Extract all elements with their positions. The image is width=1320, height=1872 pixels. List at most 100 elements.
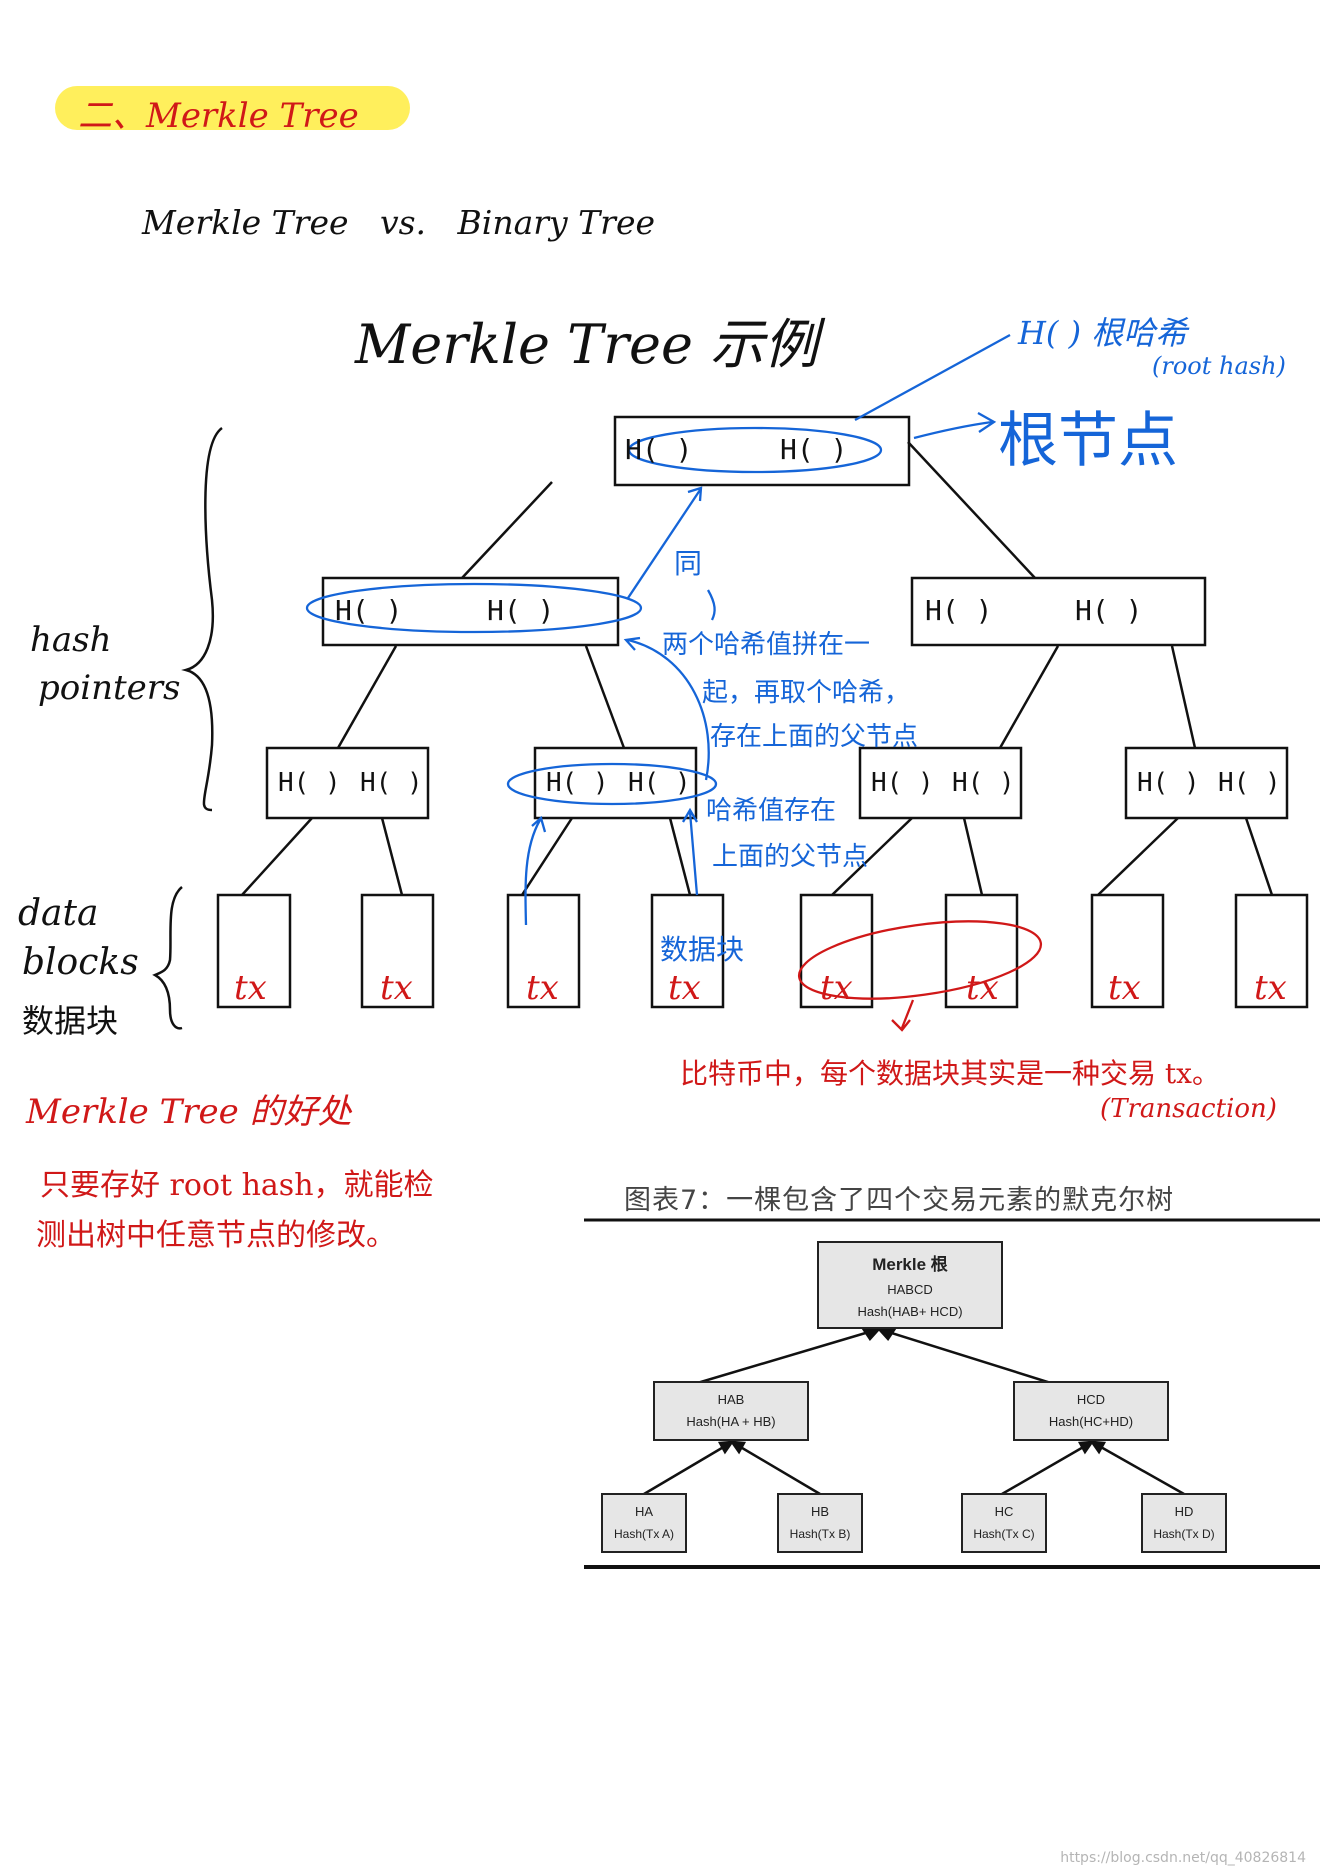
tx-label: tx	[668, 968, 701, 1008]
figure-root-title: Merkle 根	[872, 1254, 948, 1274]
figure-leaf-box	[601, 1493, 687, 1553]
heading-highlight	[55, 86, 410, 130]
tx-label: tx	[526, 968, 559, 1008]
curve-arrow-4	[524, 815, 547, 926]
figure-mid-hash: HCD	[1077, 1392, 1105, 1407]
figure-arrow	[731, 1440, 821, 1496]
tx-label: tx	[380, 968, 413, 1008]
same-annotation: 同	[674, 547, 703, 580]
hash-label: H( )	[780, 433, 848, 466]
leaf-hash-node	[265, 746, 430, 820]
hash-label: H( )	[546, 768, 609, 798]
curve-arrow-3	[682, 807, 699, 896]
hash-label: H( )	[1075, 594, 1143, 627]
tx-label: tx	[234, 968, 267, 1008]
combine-annotation: 起，再取个哈希，	[702, 678, 911, 708]
figure-leaf-box	[777, 1493, 863, 1553]
figure-leaf-box	[961, 1493, 1047, 1553]
data-blocks-label: data	[18, 893, 99, 934]
data-blocks-brace	[152, 886, 183, 1030]
figure-mid-formula: Hash(HA + HB)	[686, 1414, 775, 1429]
hash-label: H( )	[925, 594, 993, 627]
combine-annotation: 存在上面的父节点	[710, 722, 919, 752]
tx-pair-arrow	[891, 999, 915, 1032]
btc-tx-annotation: 比特币中，每个数据块其实是一种交易 tx。	[680, 1057, 1220, 1090]
merkle-use-line: 只要存好 root hash，就能检	[40, 1168, 434, 1203]
figure-mid-formula: Hash(HC+HD)	[1049, 1414, 1133, 1429]
hash-label: H( )	[278, 768, 341, 798]
data-block	[650, 893, 725, 1009]
edge	[1244, 817, 1274, 896]
tx-label: tx	[1254, 968, 1287, 1008]
figure-leaf-hash: HB	[811, 1504, 829, 1519]
leaf-hash-node	[533, 746, 698, 820]
root-node-annotation: 根节点	[998, 406, 1178, 476]
tx-label: tx	[820, 968, 853, 1008]
leaf-hash-circle	[506, 762, 718, 806]
data-block	[944, 893, 1019, 1009]
edge	[380, 817, 404, 896]
figure-arrowhead	[1077, 1440, 1095, 1455]
merkle-use-line: 测出树中任意节点的修改。	[36, 1218, 396, 1253]
figure-leaf-hash: HD	[1175, 1504, 1194, 1519]
data-block	[360, 893, 435, 1009]
data-block	[799, 893, 874, 1009]
merkle-figure: Merkle 根 HABCD Hash(HAB+ HCD) HAB Hash(H…	[584, 1218, 1320, 1569]
hash-pointers-label: pointers	[38, 668, 181, 708]
same-arrow-line	[627, 486, 703, 599]
curve-arrow-1	[707, 589, 716, 621]
figure-arrow	[643, 1440, 733, 1496]
data-blocks-label: 数据块	[22, 1002, 119, 1040]
figure-arrow	[693, 1327, 880, 1386]
figure-mid-box	[1013, 1381, 1169, 1441]
tx-label: tx	[1108, 968, 1141, 1008]
hash-pointers-label: hash	[30, 620, 112, 660]
figure-leaf-hash: HA	[635, 1504, 653, 1519]
leaf-hash-node	[858, 746, 1023, 820]
edge	[998, 645, 1060, 749]
hash-label: H( )	[1218, 768, 1281, 798]
root-node	[613, 415, 911, 487]
edge	[520, 817, 574, 896]
edge	[668, 817, 692, 896]
figure-arrowhead	[876, 1327, 897, 1342]
edge	[1097, 817, 1179, 896]
figure-root-box	[817, 1241, 1003, 1329]
watermark: https://blog.csdn.net/qq_40826814	[1060, 1850, 1306, 1866]
root-hash-pointer-line	[854, 333, 1011, 422]
comparison-line: Merkle Tree vs. Binary Tree	[142, 203, 655, 242]
hash-label: H( )	[952, 768, 1015, 798]
figure-caption: 图表7：一棵包含了四个交易元素的默克尔树	[624, 1185, 1175, 1216]
data-block-annotation: 数据块	[660, 933, 745, 966]
figure-leaf-formula: Hash(Tx D)	[1153, 1527, 1214, 1541]
leaf-hash-node	[1124, 746, 1289, 820]
data-block	[1234, 893, 1309, 1009]
root-hash-circle	[627, 426, 883, 474]
edge	[241, 817, 313, 896]
figure-arrowhead	[717, 1440, 735, 1455]
edge	[461, 481, 553, 579]
edge	[336, 645, 398, 749]
hash-label: H( )	[628, 768, 691, 798]
hash-pointers-brace	[181, 426, 223, 812]
data-block	[506, 893, 581, 1009]
store-annotation: 上面的父节点	[712, 842, 869, 872]
edge	[584, 645, 626, 749]
combine-annotation: 两个哈希值拼在一	[662, 630, 871, 660]
figure-leaf-formula: Hash(Tx B)	[790, 1527, 851, 1541]
root-node-arrow	[913, 411, 997, 440]
section-heading: 二、Merkle Tree	[78, 96, 359, 136]
data-blocks-label: blocks	[22, 942, 139, 983]
btc-tx-annotation-en: (Transaction)	[1100, 1094, 1277, 1124]
figure-leaf-formula: Hash(Tx A)	[614, 1527, 674, 1541]
figure-leaf-formula: Hash(Tx C)	[973, 1527, 1034, 1541]
tx-label: tx	[966, 968, 999, 1008]
figure-root-hash: HABCD	[887, 1282, 933, 1297]
figure-arrow	[1091, 1440, 1185, 1496]
figure-arrow	[1001, 1440, 1093, 1496]
data-block	[1090, 893, 1165, 1009]
data-block	[216, 893, 292, 1009]
diagram-title: Merkle Tree 示例	[355, 313, 819, 376]
edge	[962, 817, 984, 896]
